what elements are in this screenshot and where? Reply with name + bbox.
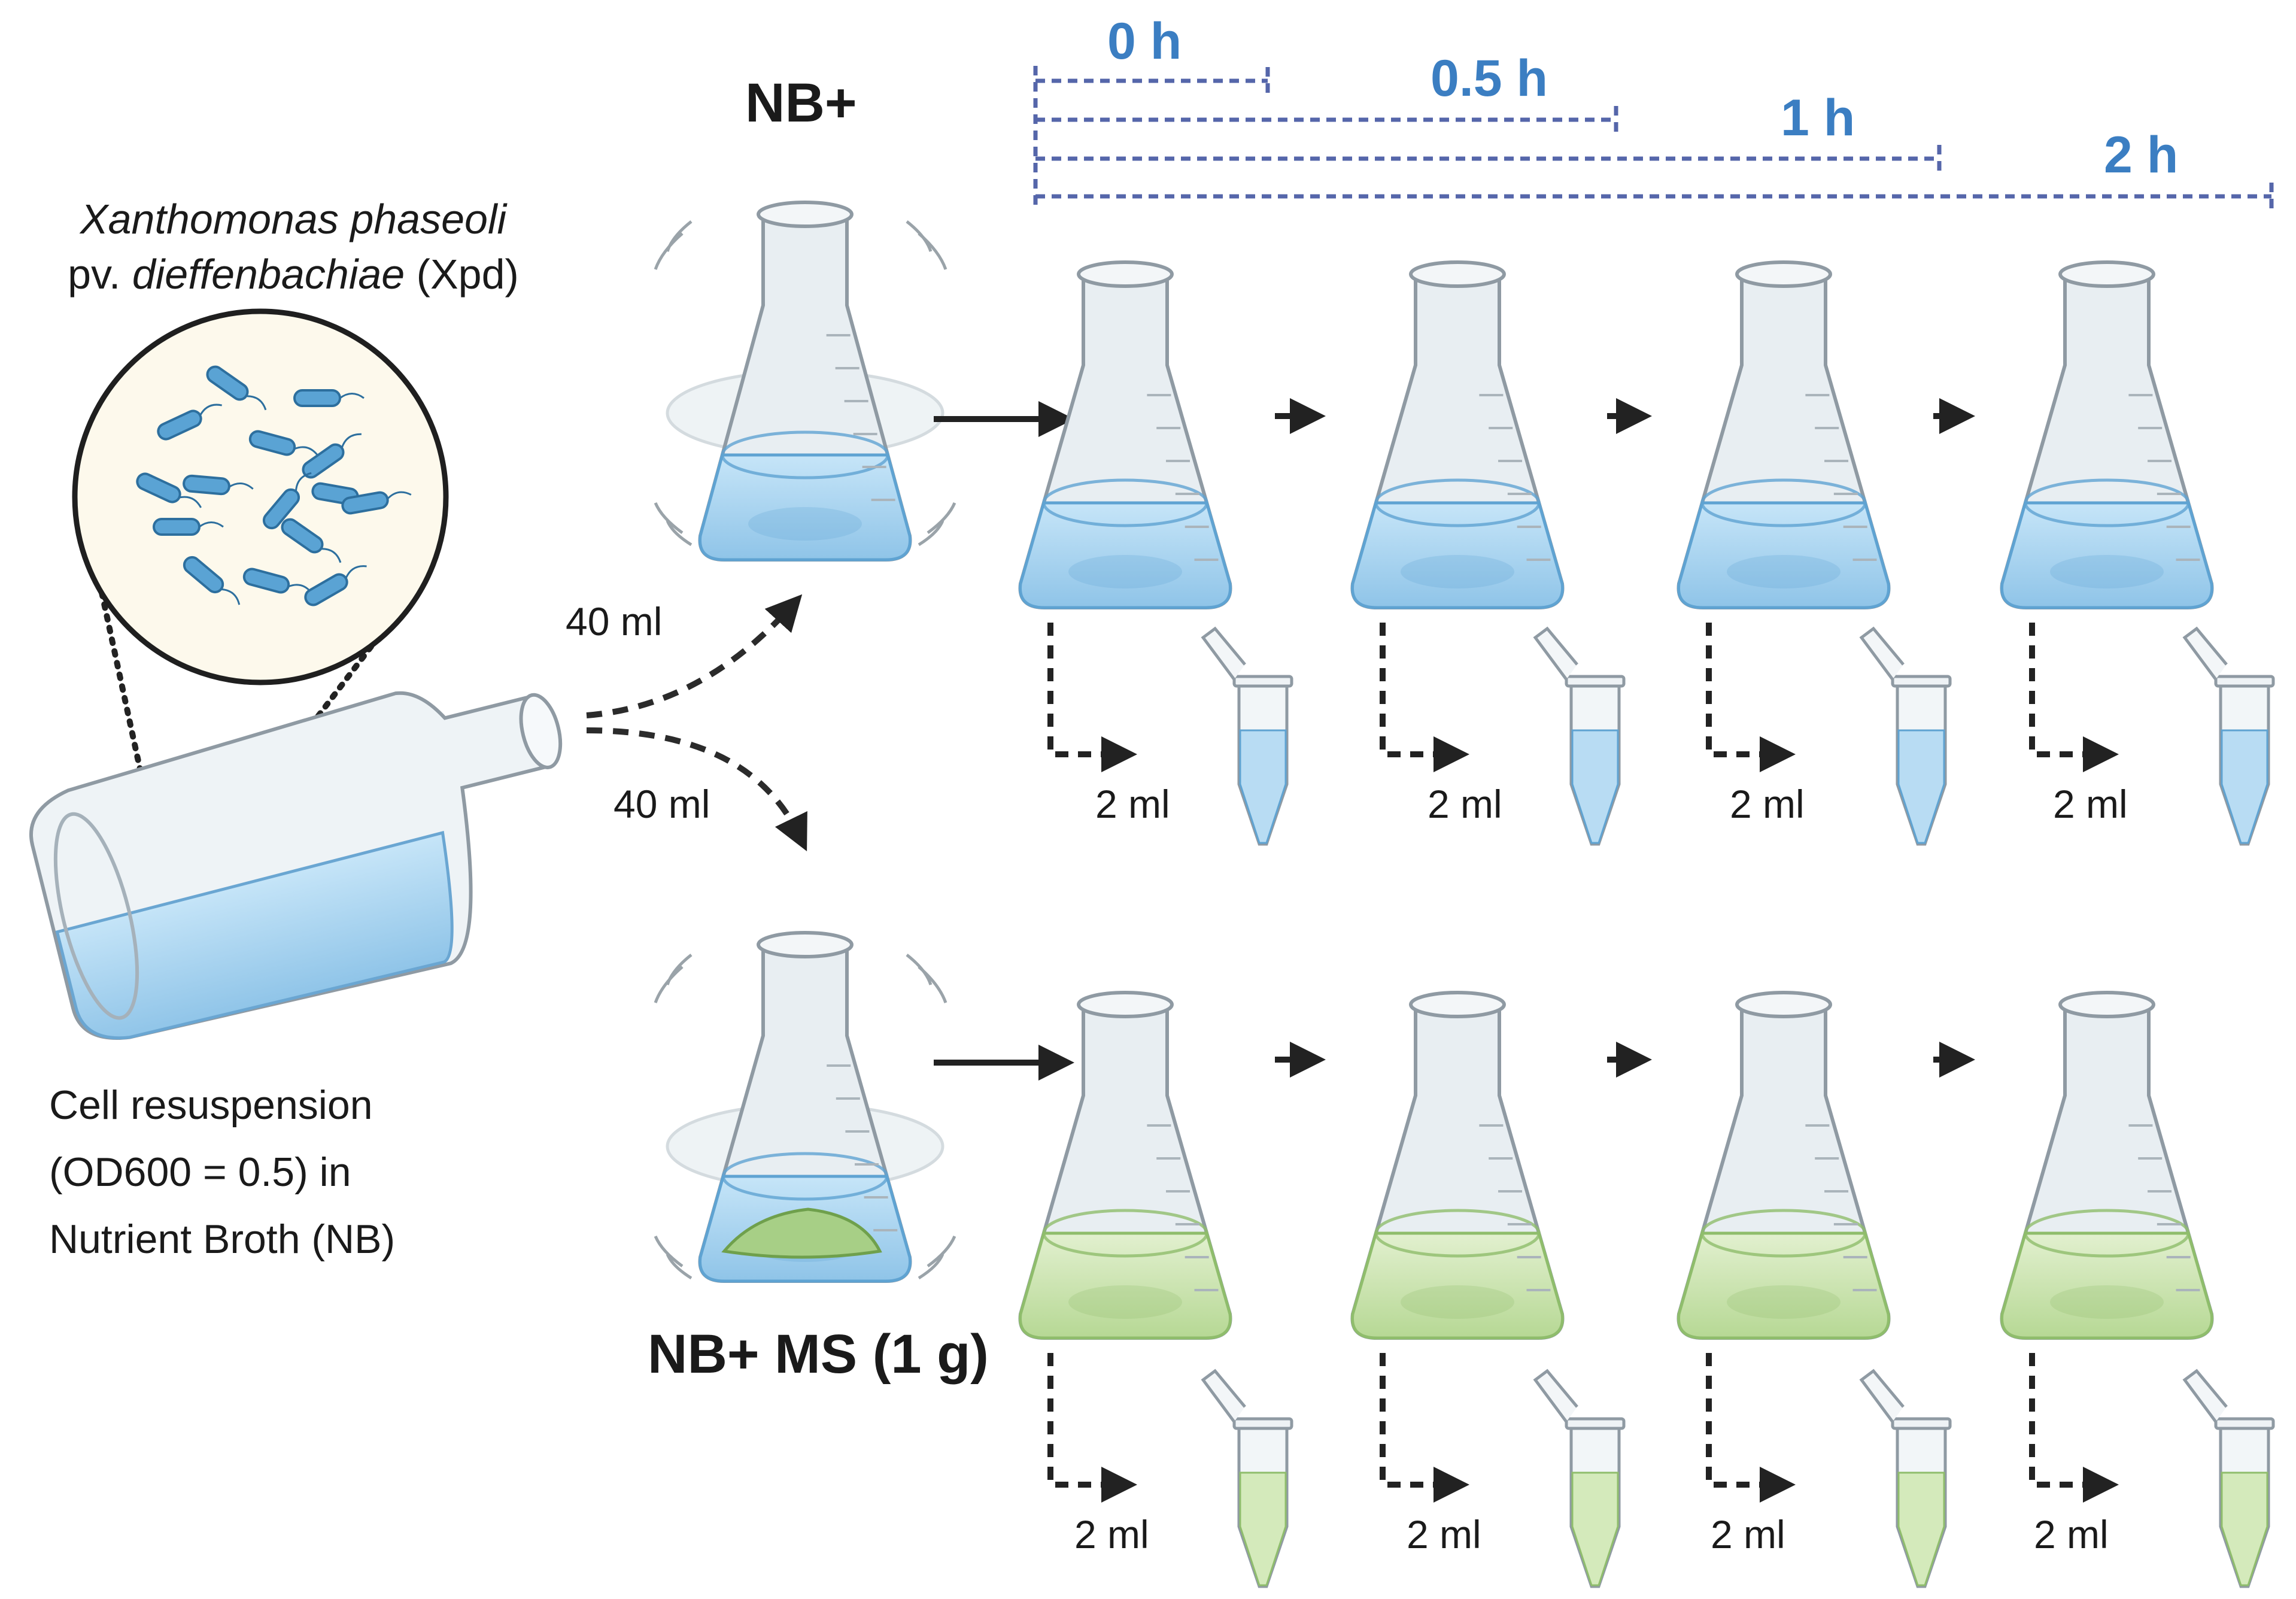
bacterium-icon [293,389,341,407]
organism-name: Xanthomonas phaseoli pv. dieffenbachiae … [48,192,539,302]
flask-bottom-1 [1350,991,1565,1340]
ms-material-icon [721,1207,882,1259]
condition-bottom-title: NB+ MS (1 g) [648,1324,989,1385]
source-flask [29,691,563,1040]
timeline [1033,66,2274,210]
sample-arrow-bottom-1 [1380,1353,1469,1503]
sample-tube-top-3 [2182,626,2275,846]
sample-volume-bottom-3: 2 ml [2034,1512,2109,1556]
organism-pv: pv. [68,251,121,298]
organism-abbrev: (Xpd) [416,251,519,298]
sample-arrow-top-1 [1380,623,1469,772]
sample-volume-top-1: 2 ml [1428,782,1502,826]
sample-arrow-bottom-3 [2029,1353,2119,1503]
timepoint-label-1: 0.5 h [1431,50,1548,107]
source-description: Cell resuspension (OD600 = 0.5) in Nutri… [49,1072,395,1273]
source-desc-line2: (OD600 = 0.5) in [49,1149,351,1195]
flask-nb-shaking [698,201,912,562]
sample-tube-bottom-3 [2182,1369,2275,1588]
flask-bottom-2 [1677,991,1891,1340]
sample-volume-bottom-1: 2 ml [1407,1512,1481,1556]
flask-bottom-3 [2000,991,2214,1340]
timepoint-label-0: 0 h [1107,13,1182,70]
sample-volume-top-2: 2 ml [1730,782,1805,826]
sample-arrow-bottom-0 [1047,1353,1137,1503]
sample-volume-bottom-2: 2 ml [1711,1512,1785,1556]
flask-top-0 [1018,260,1232,609]
transfer-volume-bottom: 40 ml [614,782,710,826]
bacterium-icon [183,474,230,496]
sample-arrow-bottom-2 [1706,1353,1796,1503]
sample-tube-top-2 [1859,626,1952,846]
sample-arrow-top-0 [1047,623,1137,772]
flask-bottom-0 [1018,991,1232,1340]
sample-arrow-top-3 [2029,623,2119,772]
source-desc-line1: Cell resuspension [49,1082,373,1128]
transfer-arrows [586,594,807,851]
sample-tube-top-1 [1533,626,1626,846]
sample-tube-bottom-0 [1201,1369,1293,1588]
sample-tube-top-0 [1201,626,1293,846]
bacterium-icon [183,556,224,594]
source-desc-line3: Nutrient Broth (NB) [49,1216,396,1262]
sample-volume-bottom-0: 2 ml [1074,1512,1149,1556]
sample-volume-top-0: 2 ml [1095,782,1170,826]
condition-top-title: NB+ [745,72,857,133]
bacterium-icon [153,518,201,536]
sample-volume-top-3: 2 ml [2053,782,2128,826]
timepoint-label-2: 1 h [1781,89,1855,147]
flask-top-2 [1677,260,1891,609]
organism-pathovar: dieffenbachiae [132,251,405,298]
flask-top-3 [2000,260,2214,609]
sample-tube-bottom-2 [1859,1369,1952,1588]
organism-name-line1: Xanthomonas phaseoli [80,196,507,242]
transfer-volume-top: 40 ml [566,599,663,644]
sample-arrow-top-2 [1706,623,1796,772]
flask-top-1 [1350,260,1565,609]
timepoint-label-3: 2 h [2104,126,2179,184]
sample-tube-bottom-1 [1533,1369,1626,1588]
